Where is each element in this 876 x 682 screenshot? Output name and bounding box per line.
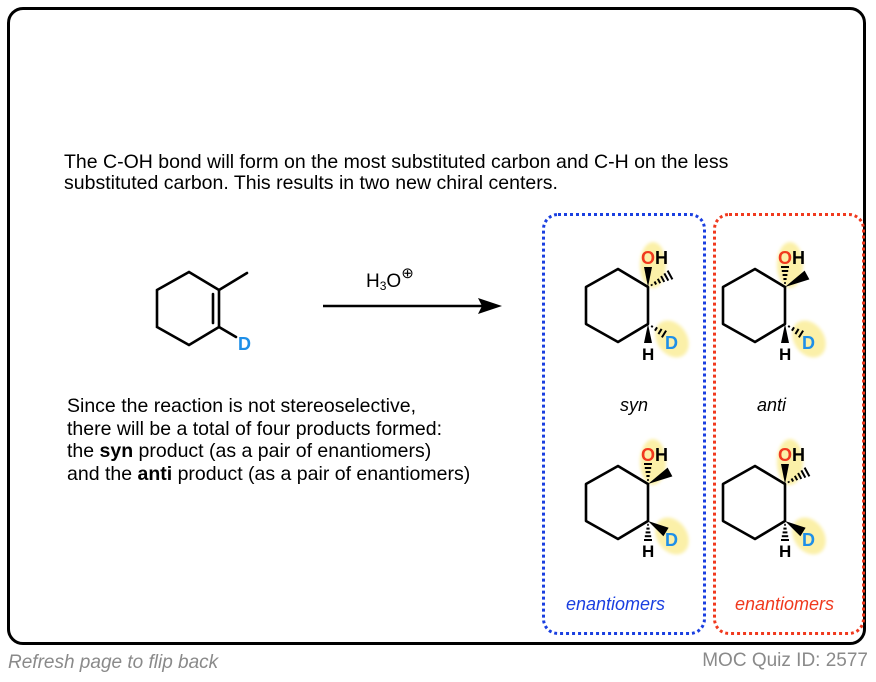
hydroxyl-h-label: H <box>792 248 805 268</box>
hash-line <box>793 475 799 481</box>
hash-line <box>798 330 804 338</box>
reaction-arrow-icon <box>323 298 502 314</box>
anti-products-box <box>713 213 865 635</box>
refresh-hint[interactable]: Refresh page to flip back <box>8 652 219 673</box>
quiz-id: MOC Quiz ID: 2577 <box>702 650 868 671</box>
hydrogen-label: H <box>779 345 791 364</box>
hydroxyl-h-label: H <box>792 445 805 465</box>
deuterium-label: D <box>802 333 815 353</box>
positive-charge-icon: ⊕ <box>401 265 414 282</box>
hydrogen-label: H <box>779 542 791 561</box>
hash-line <box>790 478 795 482</box>
cyclohexane-ring <box>584 464 650 541</box>
syn-label: syn <box>620 395 649 415</box>
hash-line <box>800 469 807 479</box>
reagent-label: H3O⊕ <box>366 264 414 293</box>
h-wedge-bond <box>644 324 652 343</box>
syn-products-box <box>542 213 706 635</box>
explain-line-3: the syn product (as a pair of enantiomer… <box>67 440 537 463</box>
d-wedge-bond <box>785 521 806 537</box>
d-bond <box>217 325 238 339</box>
d-hash-bond <box>787 325 804 338</box>
anti-enantiomers-caption: enantiomers <box>735 594 835 614</box>
oxygen-label: O <box>778 248 792 268</box>
cyclohexane-ring <box>721 464 787 541</box>
methyl-wedge-bond <box>785 270 810 287</box>
hash-line <box>787 325 791 328</box>
oxygen-label: O <box>778 445 792 465</box>
text: product (as a pair of enantiomers) <box>133 440 432 462</box>
deuterium-label: D <box>802 530 815 550</box>
cyclohexene-ring <box>155 270 221 347</box>
hash-line <box>663 272 670 282</box>
hash-line <box>803 467 811 477</box>
methyl-hash-bond <box>650 270 674 287</box>
deuterium-label: D <box>238 334 251 354</box>
text: and the <box>67 462 138 485</box>
oxygen-label: O <box>641 445 655 465</box>
hash-line <box>650 283 653 287</box>
oh-wedge-bond <box>644 267 652 287</box>
methyl-wedge-bond <box>648 467 673 484</box>
syn-enantiomers-caption: enantiomers <box>566 594 666 614</box>
hash-line <box>654 326 658 332</box>
hydrogen-label: H <box>642 542 654 561</box>
d-highlight <box>655 320 689 358</box>
quiz-card[interactable] <box>7 7 866 645</box>
oh-hash-bond <box>644 463 652 481</box>
reagent-h: H <box>366 271 380 292</box>
hydroxyl-h-label: H <box>655 445 668 465</box>
hash-line <box>650 325 654 328</box>
starting-material <box>155 270 249 347</box>
hash-line <box>794 328 800 335</box>
hash-line <box>791 326 795 332</box>
deuterium-label: D <box>665 530 678 550</box>
hydrogen-label: H <box>642 345 654 364</box>
reagent-o: O <box>386 271 402 292</box>
h-hash-bond <box>781 523 789 541</box>
anti-label: anti <box>757 395 787 415</box>
text: the <box>67 440 100 462</box>
hash-line <box>797 472 803 480</box>
anti-bold: anti <box>137 462 173 485</box>
oh-hash-bond <box>781 266 789 284</box>
cyclohexane-ring <box>721 267 787 344</box>
methyl-bond <box>217 271 249 292</box>
oxygen-label: O <box>641 248 655 268</box>
methyl-hash-bond <box>787 467 811 484</box>
reagent-subscript: 3 <box>379 279 387 293</box>
hash-line <box>787 480 790 484</box>
h-wedge-bond <box>781 324 789 343</box>
oh-highlight <box>777 242 803 288</box>
d-hash-bond <box>650 325 667 338</box>
h-hash-bond <box>644 523 652 541</box>
d-highlight <box>792 320 826 358</box>
intro-line-2: substituted carbon. This results in two … <box>64 172 558 194</box>
deuterium-label: D <box>665 333 678 353</box>
hydroxyl-h-label: H <box>655 248 668 268</box>
explanation-text: Since the reaction is not stereoselectiv… <box>67 395 537 485</box>
explain-line-1: Since the reaction is not stereoselectiv… <box>67 395 417 417</box>
hash-line <box>657 328 663 335</box>
text: product (as a pair of enantiomers) <box>172 462 471 485</box>
hash-line <box>660 275 666 283</box>
hash-line <box>653 281 658 285</box>
hash-line <box>666 270 674 280</box>
syn-bold: syn <box>99 440 134 462</box>
explain-line-2: there will be a total of four products f… <box>67 417 443 440</box>
intro-line-1: The C-OH bond will form on the most subs… <box>64 151 729 173</box>
oh-wedge-bond <box>781 464 789 484</box>
oh-highlight <box>640 439 666 485</box>
explain-line-4: and the anti product (as a pair of enant… <box>67 463 537 486</box>
hash-line <box>661 330 667 338</box>
intro-text: The C-OH bond will form on the most subs… <box>64 152 844 194</box>
hash-line <box>656 278 662 284</box>
cyclohexane-ring <box>584 267 650 344</box>
d-wedge-bond <box>648 521 669 537</box>
